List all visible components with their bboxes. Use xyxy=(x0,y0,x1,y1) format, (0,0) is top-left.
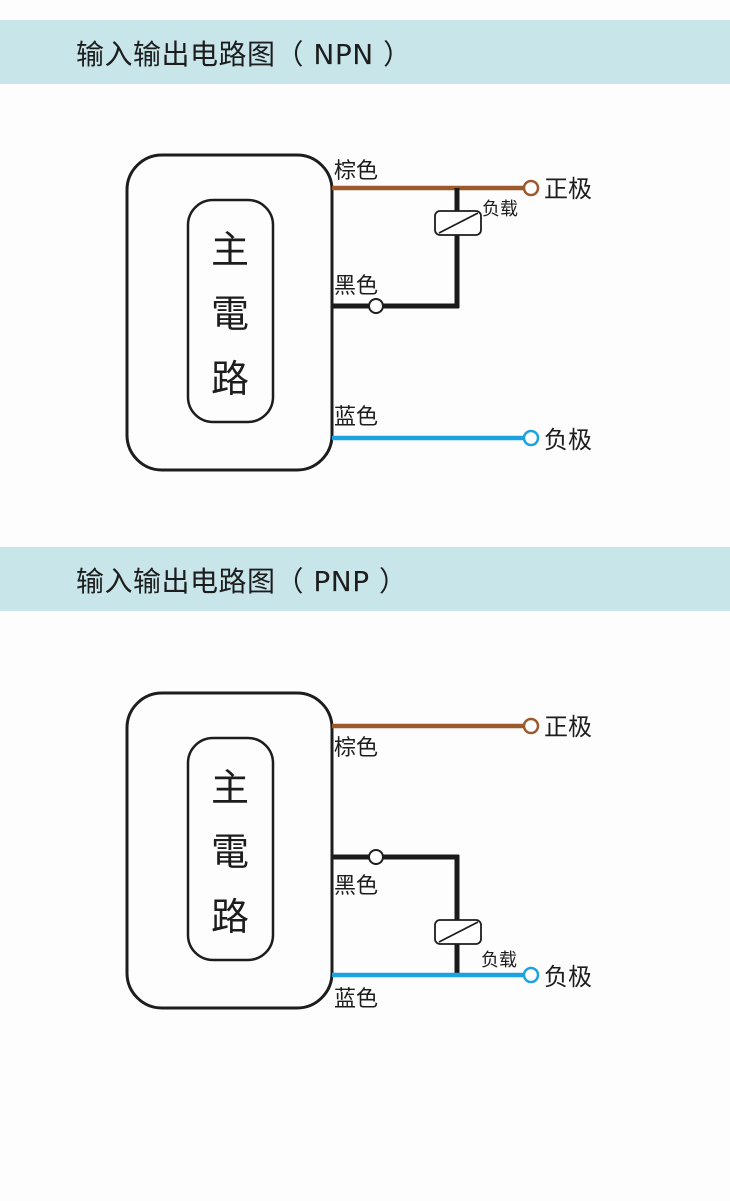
positive-terminal-label: 正极 xyxy=(544,175,592,203)
brown-wire-label: 棕色 xyxy=(334,736,378,761)
main-circuit-inner-box xyxy=(186,198,275,424)
positive-terminal xyxy=(522,717,540,735)
main-circuit-inner-box xyxy=(186,736,275,962)
main-circuit-char-1: 主 xyxy=(211,228,249,272)
black-wire-label: 黑色 xyxy=(334,874,378,899)
positive-terminal-label: 正极 xyxy=(544,713,592,741)
section-title-pnp: 输入输出电路图（ PNP ） xyxy=(76,565,408,598)
section-title-npn: 输入输出电路图（ NPN ） xyxy=(76,38,412,71)
main-circuit-char-1: 主 xyxy=(211,766,249,810)
negative-terminal-label: 负极 xyxy=(544,963,592,991)
blue-wire-label: 蓝色 xyxy=(334,987,378,1012)
main-circuit-outer-box xyxy=(125,691,334,1010)
negative-terminal xyxy=(522,429,540,447)
brown-wire-label: 棕色 xyxy=(334,159,378,184)
black-wire-junction xyxy=(368,298,384,314)
main-circuit-char-3: 路 xyxy=(211,895,249,939)
npn-wiring-diagram: 主 電 路 棕色 正极 负载 黑色 蓝色 负极 xyxy=(125,153,592,472)
pnp-wiring-diagram: 主 電 路 棕色 正极 黑色 负载 蓝色 负极 xyxy=(125,691,592,1012)
load-label: 负载 xyxy=(482,199,518,220)
load-slash xyxy=(438,921,479,943)
black-wire-junction xyxy=(368,849,384,865)
main-circuit-char-2: 電 xyxy=(211,830,249,874)
negative-terminal xyxy=(522,966,540,984)
load-slash xyxy=(438,212,479,234)
section-header-npn: 输入输出电路图（ NPN ） xyxy=(0,20,730,84)
main-circuit-char-2: 電 xyxy=(211,292,249,336)
main-circuit-outer-box xyxy=(125,153,334,472)
black-wire-label: 黑色 xyxy=(334,274,378,299)
load-label: 负载 xyxy=(481,950,517,971)
main-circuit-char-3: 路 xyxy=(211,357,249,401)
negative-terminal-label: 负极 xyxy=(544,426,592,454)
positive-terminal xyxy=(522,179,540,197)
section-header-pnp: 输入输出电路图（ PNP ） xyxy=(0,547,730,611)
blue-wire-label: 蓝色 xyxy=(334,405,378,430)
